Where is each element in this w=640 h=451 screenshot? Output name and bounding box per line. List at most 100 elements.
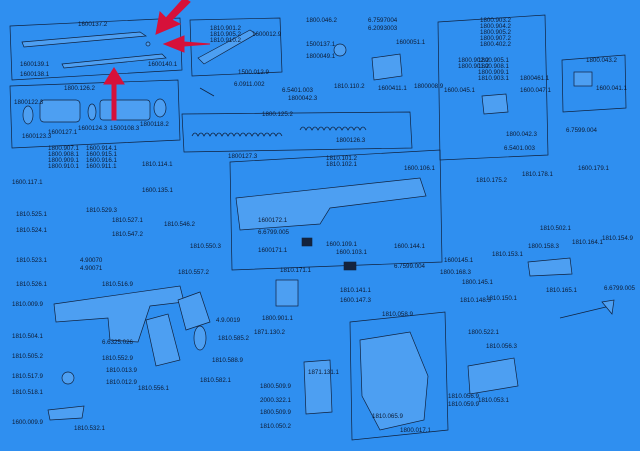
sear-assembly xyxy=(303,359,333,415)
part-label: 1800.909.1 xyxy=(478,69,510,76)
barrel-muzzle xyxy=(153,98,167,118)
part-label: 6.5401.003 xyxy=(282,87,314,94)
part-label: 1600140.1 xyxy=(148,61,178,68)
part-label: 1800.046.2 xyxy=(306,17,338,24)
box-top-rails xyxy=(9,17,183,81)
part-label: 1810.903.1 xyxy=(478,75,510,82)
part-label: 1810.556.1 xyxy=(138,385,170,392)
part-label: 1600124.3 xyxy=(78,125,108,132)
part-label: 1810.171.1 xyxy=(280,267,312,274)
part-label: 1600.916.1 xyxy=(86,157,118,164)
part-label: 1810.525.1 xyxy=(16,211,48,218)
part-label: 1810.053.1 xyxy=(478,397,510,404)
part-label: 1600.135.1 xyxy=(142,187,174,194)
rear-sight-leaf xyxy=(527,257,573,277)
part-label: 1810.505.2 xyxy=(12,353,44,360)
part-label: 1810.502.1 xyxy=(540,225,572,232)
part-label: 1600139.1 xyxy=(20,61,50,68)
part-label: 1810.148.3 xyxy=(460,297,492,304)
part-label: 1800.126.2 xyxy=(64,85,96,92)
part-label: 1810.110.2 xyxy=(334,83,365,90)
part-label: 2000.322.1 xyxy=(260,397,292,404)
red-arrow-3 xyxy=(103,67,125,121)
part-label: 1800.522.1 xyxy=(468,329,500,336)
part-label: 1600145.1 xyxy=(444,257,474,264)
magazine-base xyxy=(61,371,75,385)
part-label: 1800049.1 xyxy=(306,53,336,60)
part-label: 1810.154.9 xyxy=(602,235,634,242)
part-label: 6.7597004 xyxy=(368,17,398,24)
part-label: 1810.552.9 xyxy=(102,355,134,362)
part-label: 1810.153.1 xyxy=(492,251,524,258)
part-label: 1600.009.9 xyxy=(12,419,44,426)
part-label: 4.90070 xyxy=(80,257,103,264)
part-label: 1800.042.3 xyxy=(506,131,538,138)
box-frame xyxy=(229,149,443,271)
part-label: 1810.101.2 xyxy=(326,155,358,162)
part-label: 1810.164.1 xyxy=(572,239,604,246)
highlight-arrows xyxy=(103,0,211,121)
part-label: 1800.905.2 xyxy=(480,29,512,36)
part-label: 1800.903.2 xyxy=(480,17,512,24)
part-label: 1810.141.1 xyxy=(340,287,372,294)
part-label: 4.90071 xyxy=(80,265,103,272)
part-label: 6.7599.004 xyxy=(394,263,426,270)
part-label: 1600138.1 xyxy=(20,71,50,78)
trigger-guard xyxy=(145,313,181,367)
lower-receiver-parts xyxy=(47,279,333,421)
part-label: 1600.041.1 xyxy=(596,85,628,92)
rail-screw xyxy=(145,41,151,47)
part-label: 1800.158.3 xyxy=(528,243,560,250)
part-label: 1600051.1 xyxy=(396,39,426,46)
part-label: 1800.168.3 xyxy=(440,269,472,276)
part-label: 1800.910.1 xyxy=(48,163,80,170)
part-label: 1800.901.1 xyxy=(262,315,294,322)
frame-body xyxy=(235,177,427,231)
part-label: 1800.043.2 xyxy=(586,57,618,64)
part-label: 1810.059.9 xyxy=(448,401,480,408)
box-small-parts xyxy=(561,54,627,113)
part-label: 6.6799.005 xyxy=(604,285,636,292)
part-label: 1800042.3 xyxy=(288,95,318,102)
sight-block xyxy=(197,29,257,65)
part-label: 1810.175.2 xyxy=(476,177,508,184)
part-label: 1810.527.1 xyxy=(112,217,144,224)
part-label: 1800.402.2 xyxy=(480,41,512,48)
grip-parts xyxy=(359,331,519,431)
barrel-end-cap xyxy=(22,105,34,125)
part-label: 1810.056.3 xyxy=(486,343,518,350)
part-label: 1800.509.9 xyxy=(260,409,292,416)
part-label: 1600.109.1 xyxy=(326,241,358,248)
part-label: 1600411.1 xyxy=(378,85,407,92)
part-label: 1800.904.2 xyxy=(480,23,512,30)
trigger-housing xyxy=(53,285,185,343)
part-label: 1810.009.9 xyxy=(12,301,44,308)
part-label: 1800.901.2 xyxy=(458,63,490,70)
box-sight-parts xyxy=(189,17,283,77)
part-labels: 1600137.2 1600139.1 1600138.1 1600140.1 … xyxy=(12,17,636,434)
barrel-tube xyxy=(39,99,81,123)
part-label: 1810.012.9 xyxy=(106,379,138,386)
box-grip xyxy=(349,311,449,441)
part-label: 1800461.1 xyxy=(520,75,550,82)
part-label: 1810.588.9 xyxy=(212,357,244,364)
part-label: 1810.585.2 xyxy=(218,335,250,342)
magazine-catch xyxy=(275,279,299,307)
part-label: 1600.179.1 xyxy=(578,165,610,172)
barrel-ring xyxy=(87,103,97,121)
rear-rod-end xyxy=(601,299,615,315)
part-label: 1600.117.1 xyxy=(12,179,43,186)
frame-parts xyxy=(235,177,427,271)
part-label: 1810.178.1 xyxy=(522,171,554,178)
part-label: 1810.532.1 xyxy=(74,425,106,432)
part-label: 1800.908.1 xyxy=(48,151,80,158)
part-label: 1810.523.1 xyxy=(16,257,48,264)
part-label: 1810.516.9 xyxy=(102,281,134,288)
part-label: 1810.150.1 xyxy=(486,295,518,302)
part-label: 1500137.1 xyxy=(306,41,336,48)
cylinder-parts xyxy=(333,43,593,115)
rear-sight-parts xyxy=(527,257,615,319)
part-label: 1600012.9 xyxy=(252,31,282,38)
